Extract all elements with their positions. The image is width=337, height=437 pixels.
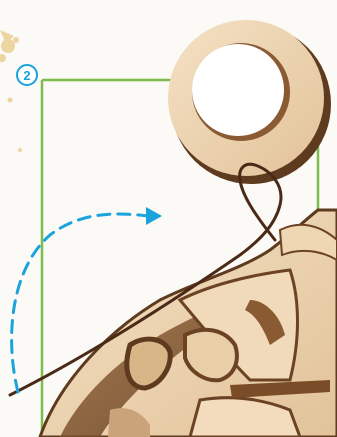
wooden-ring xyxy=(168,20,331,184)
wooden-figure xyxy=(40,210,337,437)
paint-splash-left xyxy=(0,30,22,152)
step-number-badge: 2 xyxy=(16,64,38,86)
